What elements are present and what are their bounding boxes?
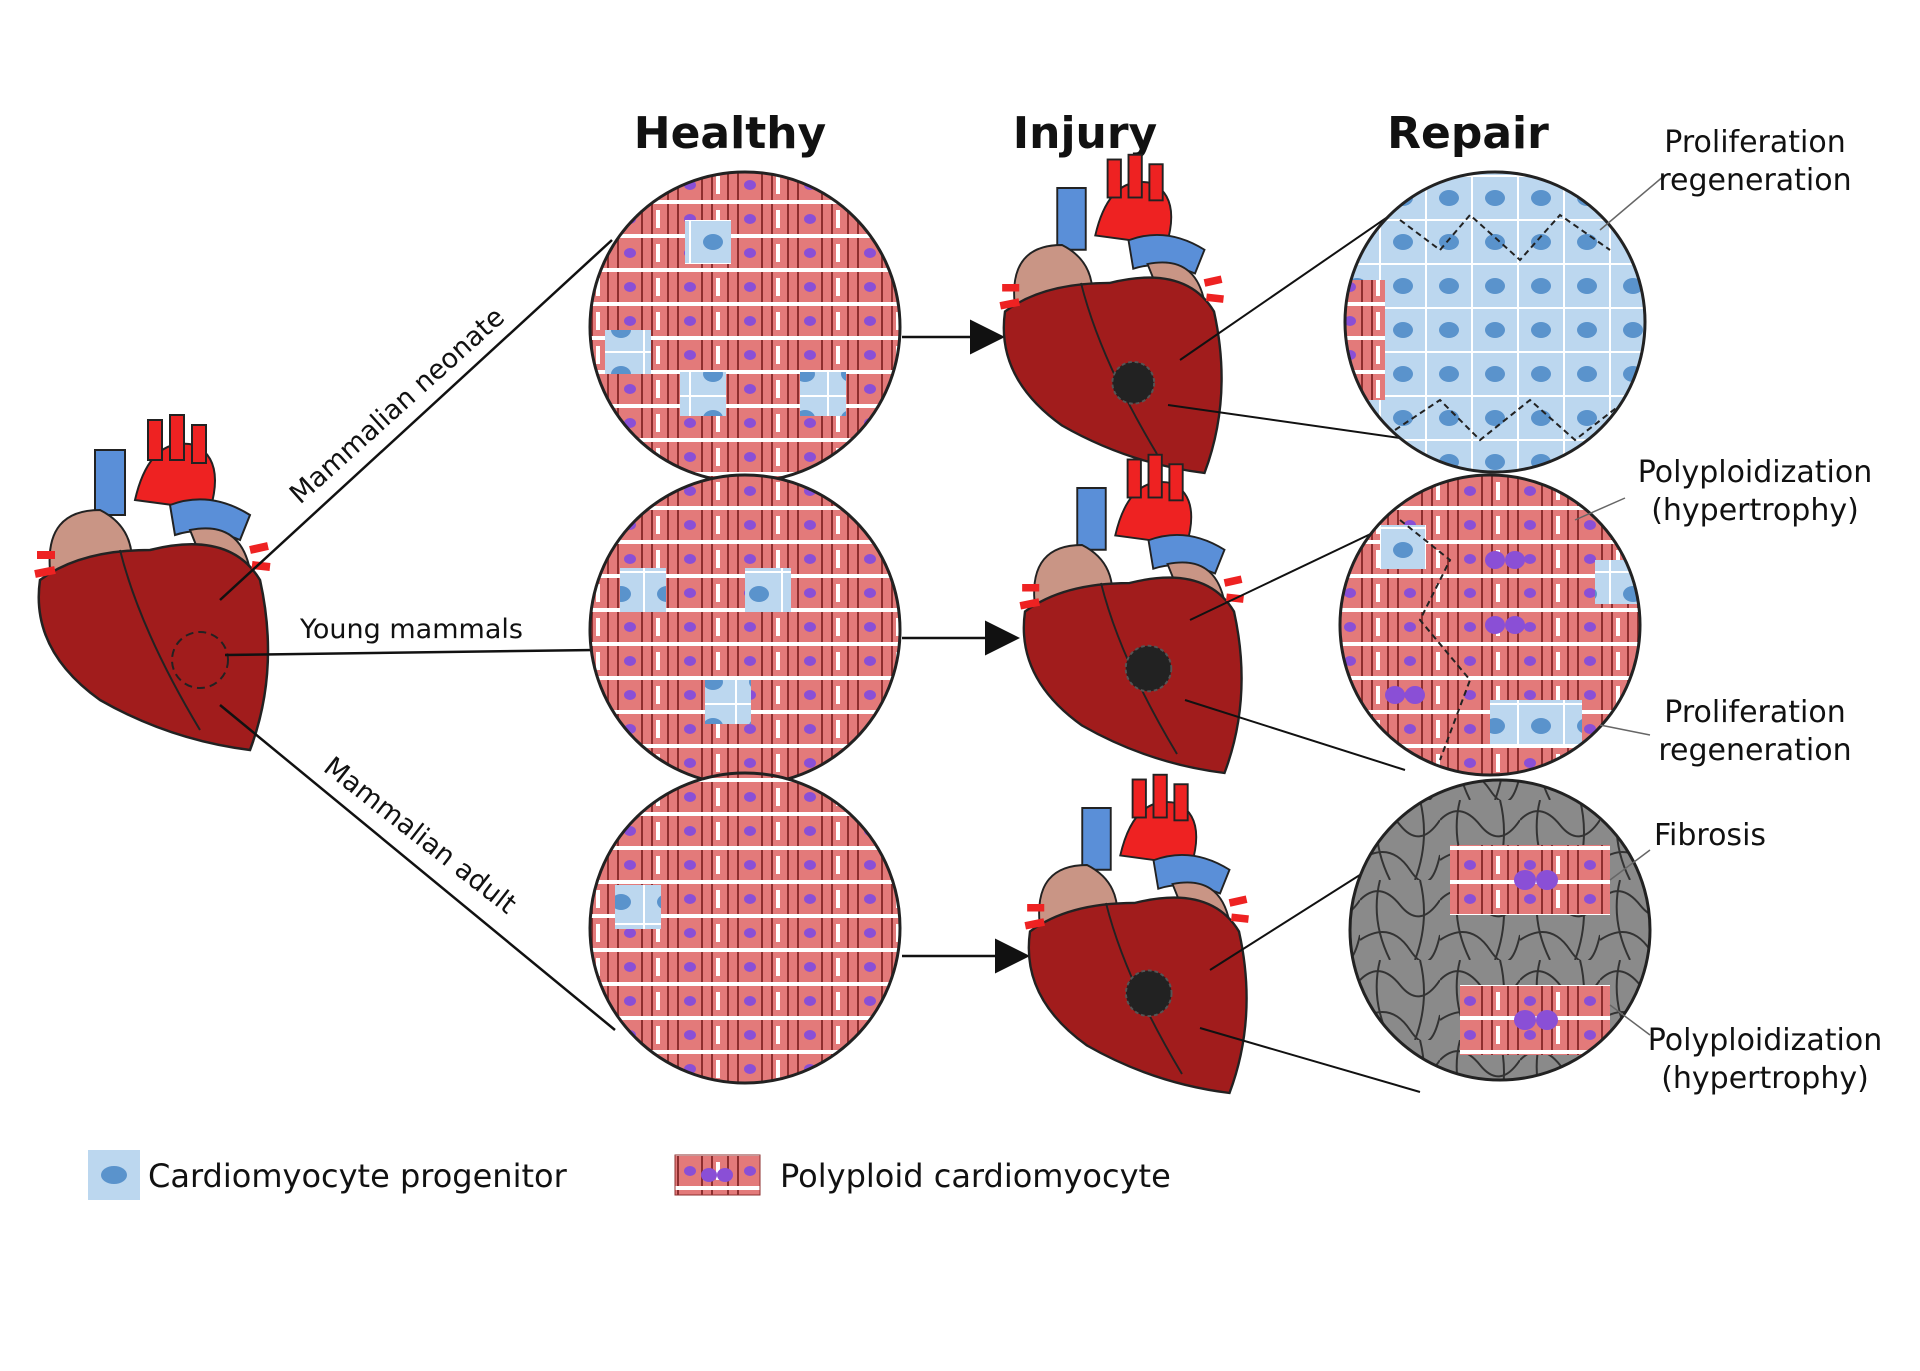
branch-label-adult: Mammalian adult — [318, 751, 522, 920]
injured-heart-icon — [1000, 155, 1223, 473]
column-heading-injury: Injury — [1013, 108, 1157, 159]
repair-circle-mixed — [1338, 473, 1642, 777]
branch-label-neonate: Mammalian neonate — [284, 302, 511, 511]
scar-icon — [1124, 644, 1173, 693]
outcome-row3-top-line1: Fibrosis — [1654, 818, 1766, 853]
outcome-row2-top-line2: (hypertrophy) — [1651, 493, 1859, 528]
outcome-row3-bottom-line1: Polyploidization — [1648, 1023, 1883, 1058]
branch-line-adult — [219, 704, 616, 1031]
column-heading-repair: Repair — [1387, 108, 1549, 159]
scar-icon — [1111, 360, 1156, 405]
tissue-circle-icon — [588, 473, 902, 787]
column-heading-healthy: Healthy — [634, 108, 826, 159]
branch-line-young — [224, 648, 596, 657]
tissue-circle-icon — [588, 170, 902, 484]
source-heart-icon — [35, 415, 270, 750]
legend-polyploid-swatch — [674, 1154, 761, 1196]
repair-circle-proliferation — [1343, 170, 1647, 474]
outcome-row3-bottom-line2: (hypertrophy) — [1661, 1061, 1869, 1096]
outcome-row1-line1: Proliferation — [1664, 125, 1845, 160]
legend: Cardiomyocyte progenitor Polyploid cardi… — [88, 1150, 1171, 1200]
legend-polyploid-label: Polyploid cardiomyocyte — [780, 1157, 1171, 1195]
repair-circle-fibrosis — [1348, 778, 1652, 1082]
outcome-row2-top-line1: Polyploidization — [1638, 455, 1873, 490]
legend-progenitor-label: Cardiomyocyte progenitor — [148, 1157, 568, 1195]
branch-line-neonate — [219, 239, 613, 601]
tissue-circle-icon — [588, 771, 902, 1085]
injured-heart-icon — [1020, 455, 1243, 773]
outcome-row1-line2: regeneration — [1658, 163, 1851, 198]
outcome-row2-bottom-line1: Proliferation — [1664, 695, 1845, 730]
scar-icon — [1125, 969, 1173, 1018]
injured-heart-icon — [1025, 775, 1248, 1093]
branch-label-young: Young mammals — [299, 614, 523, 645]
outcome-row2-bottom-line2: regeneration — [1658, 733, 1851, 768]
